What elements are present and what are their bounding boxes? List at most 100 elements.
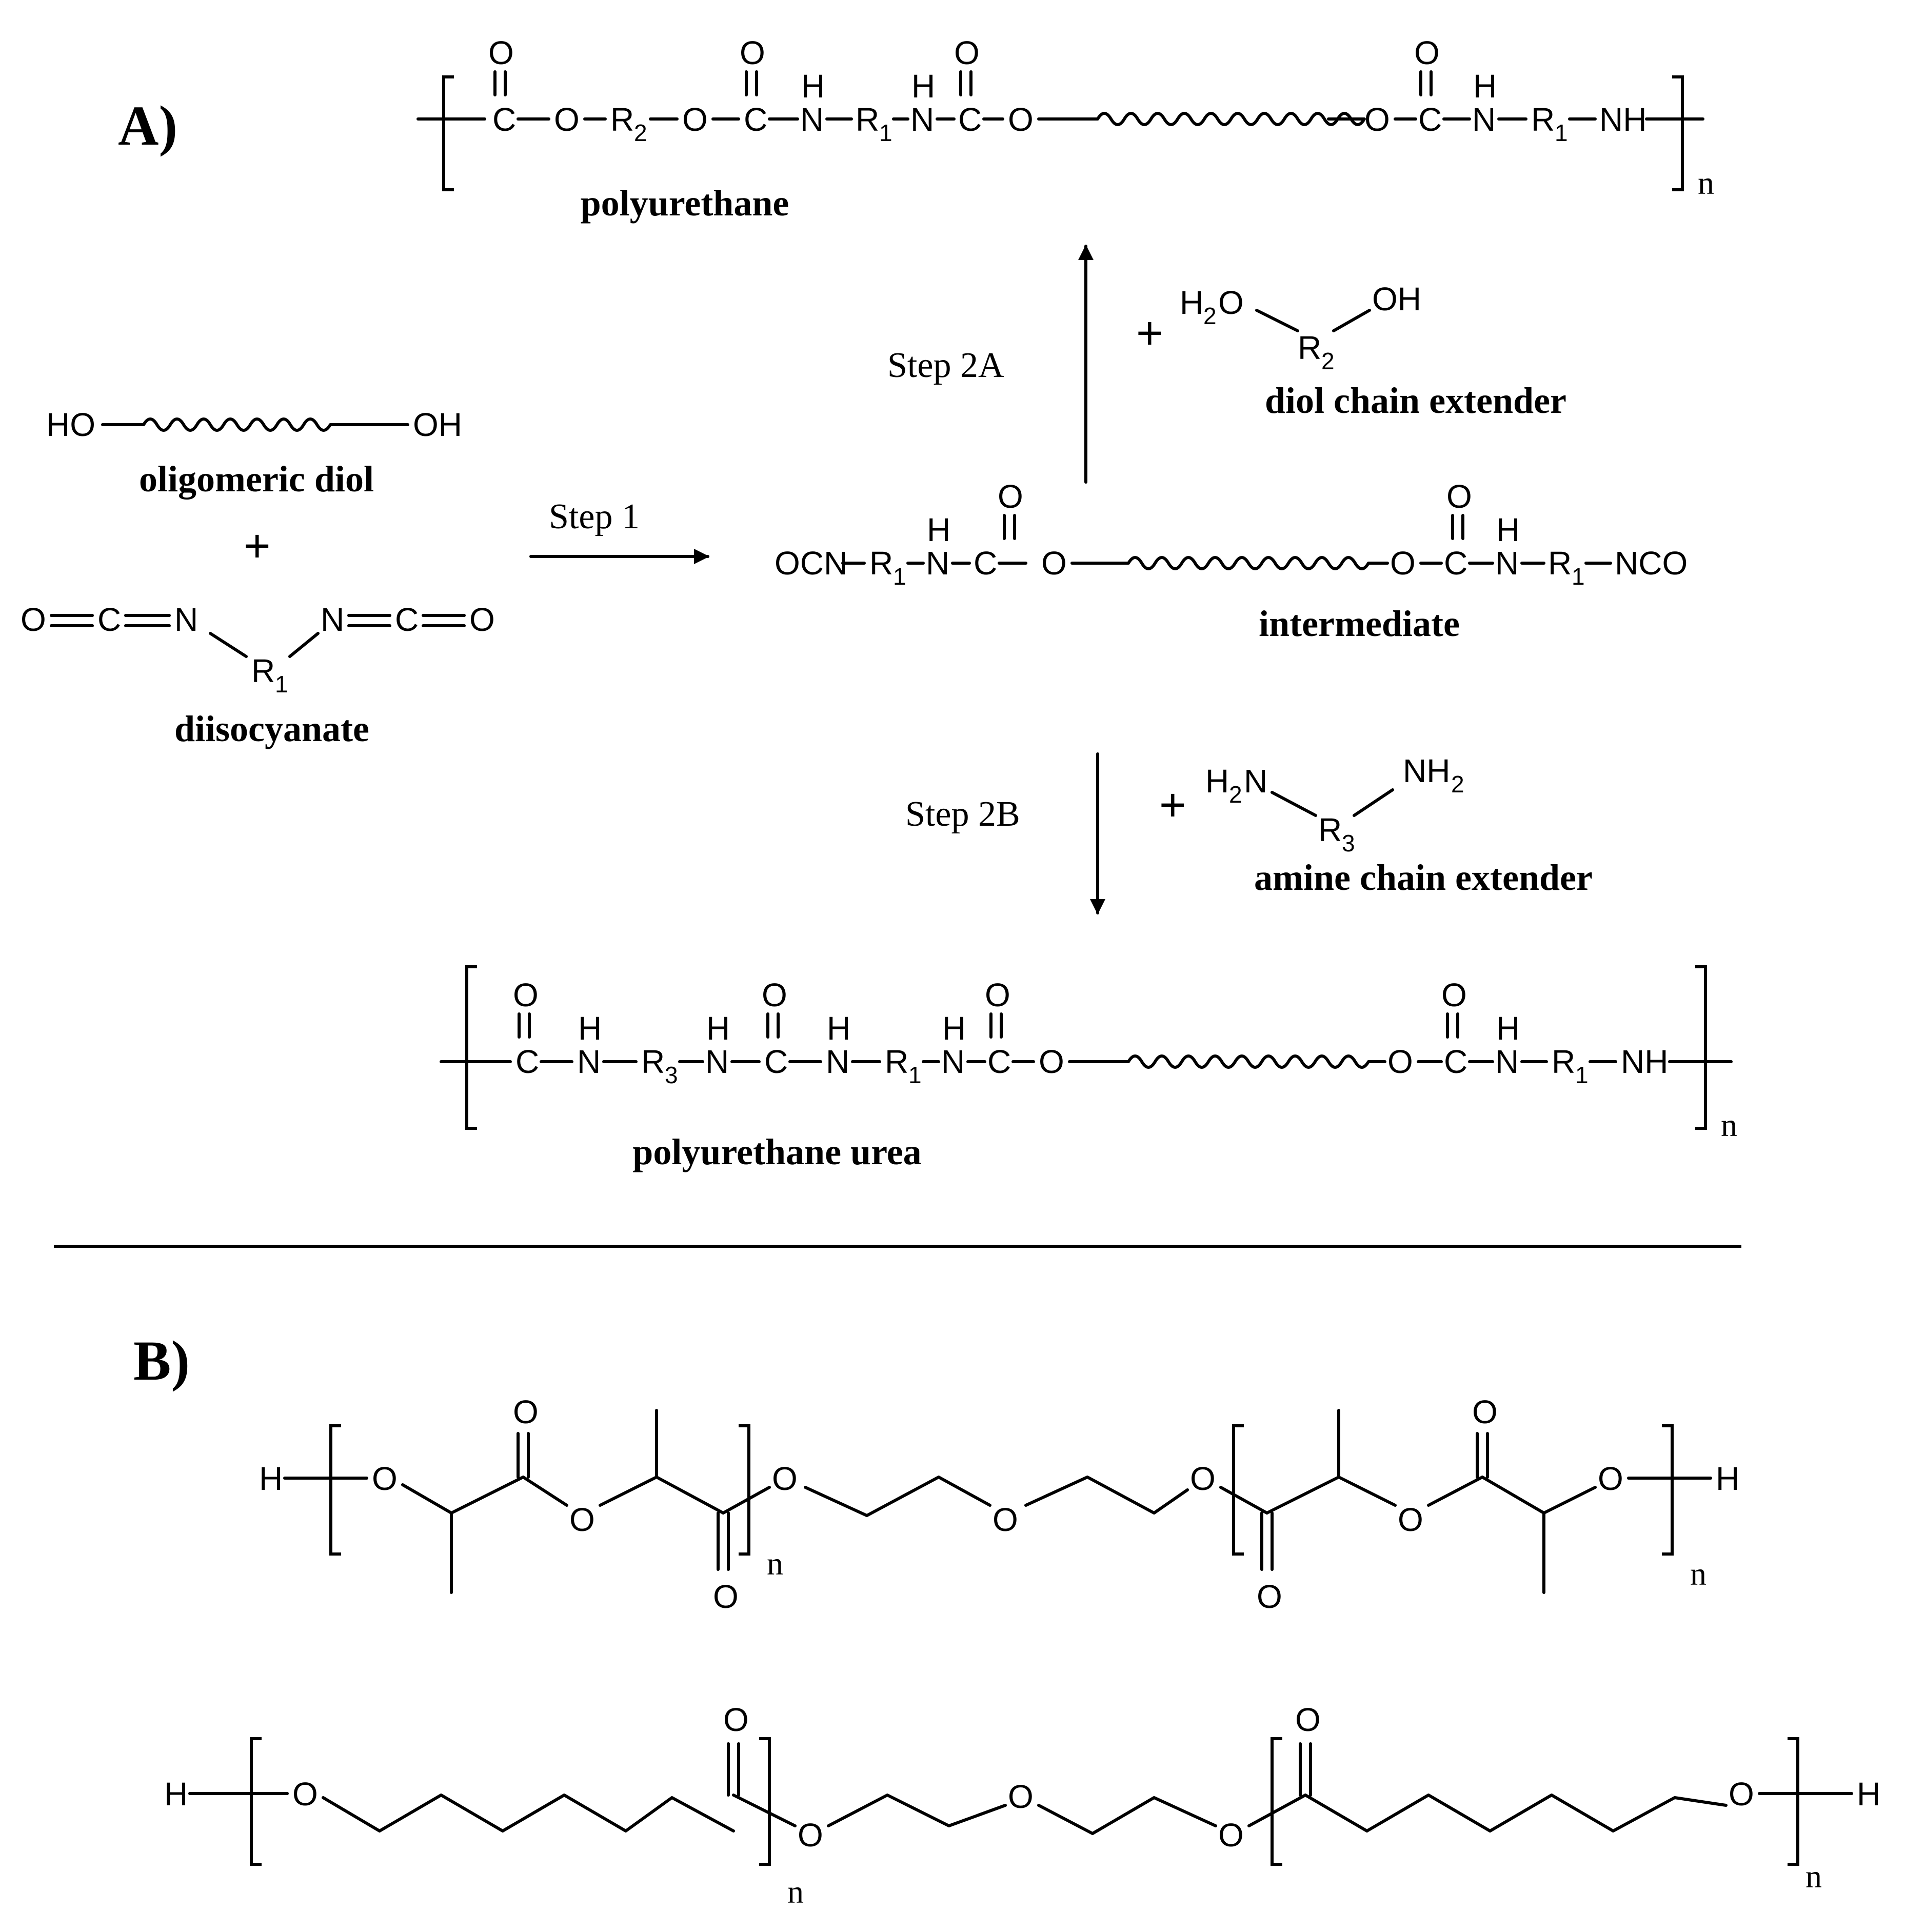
- svg-text:2: 2: [634, 119, 647, 146]
- svg-text:C: C: [744, 101, 767, 138]
- svg-text:H: H: [706, 1010, 730, 1047]
- diisocyanate-structure: O C N R 1 N C O: [21, 601, 495, 698]
- left-bracket: [442, 75, 454, 191]
- svg-text:H: H: [827, 1010, 850, 1047]
- svg-text:C: C: [1418, 101, 1442, 138]
- svg-text:O: O: [554, 101, 580, 138]
- svg-text:R: R: [1318, 811, 1342, 848]
- svg-text:R: R: [610, 101, 634, 138]
- svg-text:OH: OH: [1372, 281, 1421, 317]
- svg-text:O: O: [798, 1817, 823, 1854]
- repeat-n: n: [1805, 1858, 1822, 1895]
- svg-text:O: O: [1390, 545, 1416, 582]
- amine-chain-extender-structure: H 2 N R 3 NH 2: [1205, 752, 1464, 857]
- svg-text:O: O: [513, 1393, 539, 1430]
- svg-text:NH: NH: [1599, 101, 1646, 138]
- repeat-n: n: [1698, 165, 1714, 201]
- svg-text:N: N: [1472, 101, 1496, 138]
- svg-text:H: H: [942, 1010, 966, 1047]
- diisocyanate-label: diisocyanate: [174, 708, 369, 749]
- svg-text:NH: NH: [1403, 752, 1450, 789]
- svg-text:H: H: [1857, 1776, 1880, 1813]
- svg-text:HO: HO: [46, 406, 95, 443]
- polyurethane-label: polyurethane: [581, 183, 789, 224]
- svg-text:1: 1: [1555, 119, 1568, 146]
- svg-text:O: O: [1218, 1817, 1244, 1854]
- svg-text:O: O: [1729, 1776, 1754, 1813]
- step-2b-label: Step 2B: [905, 794, 1020, 834]
- svg-text:1: 1: [908, 1062, 922, 1088]
- right-bracket: [1662, 1424, 1674, 1556]
- intermediate-structure: OCN R 1 N H C O O O C O N H R 1 NCO: [775, 478, 1688, 590]
- svg-text:O: O: [954, 34, 980, 71]
- svg-text:O: O: [723, 1701, 749, 1738]
- right-bracket: [739, 1424, 750, 1556]
- svg-text:C: C: [974, 545, 997, 582]
- svg-text:O: O: [762, 977, 787, 1013]
- repeat-n: n: [1721, 1107, 1737, 1143]
- left-bracket: [329, 1424, 341, 1556]
- svg-text:OH: OH: [413, 406, 462, 443]
- step-1-label: Step 1: [549, 497, 640, 536]
- svg-text:C: C: [492, 101, 516, 138]
- svg-text:R: R: [251, 652, 275, 689]
- svg-text:O: O: [1218, 284, 1244, 321]
- polyurethane-urea-structure: n C O N H R 3 N H C O N H R 1 N H C O O: [440, 965, 1737, 1143]
- plus-reactants: +: [244, 521, 271, 572]
- svg-text:N: N: [577, 1043, 601, 1080]
- svg-text:O: O: [1414, 34, 1440, 71]
- pla-peg-pla-structure: H O O O O n O O O O O O: [259, 1393, 1739, 1615]
- svg-text:2: 2: [1321, 348, 1335, 374]
- svg-text:O: O: [513, 977, 539, 1013]
- step-2a-label: Step 2A: [887, 346, 1004, 385]
- svg-text:O: O: [993, 1501, 1018, 1538]
- svg-text:N: N: [800, 101, 824, 138]
- svg-text:O: O: [1295, 1701, 1321, 1738]
- svg-text:R: R: [869, 545, 893, 582]
- left-bracket: [1232, 1424, 1244, 1556]
- svg-text:C: C: [395, 601, 419, 638]
- svg-text:1: 1: [893, 563, 906, 590]
- repeat-n: n: [1690, 1556, 1706, 1592]
- svg-text:H: H: [801, 68, 825, 105]
- svg-text:O: O: [1257, 1578, 1282, 1615]
- svg-text:H: H: [911, 68, 935, 105]
- right-bracket: [1695, 965, 1707, 1130]
- svg-text:O: O: [488, 34, 514, 71]
- svg-text:O: O: [1008, 101, 1034, 138]
- intermediate-label: intermediate: [1259, 603, 1460, 644]
- repeat-n: n: [767, 1545, 783, 1582]
- svg-text:R: R: [885, 1043, 908, 1080]
- svg-text:R: R: [1531, 101, 1555, 138]
- diol-chain-extender-structure: H 2 O R 2 OH: [1180, 281, 1421, 374]
- svg-text:O: O: [1598, 1460, 1623, 1497]
- svg-text:1: 1: [1575, 1062, 1589, 1088]
- panel-a-label: A): [118, 94, 177, 157]
- svg-text:N: N: [1495, 545, 1519, 582]
- svg-text:R: R: [856, 101, 879, 138]
- panel-b-label: B): [133, 1329, 190, 1392]
- svg-text:R: R: [1548, 545, 1572, 582]
- repeat-n: n: [787, 1874, 804, 1910]
- svg-text:H: H: [259, 1460, 283, 1497]
- svg-text:NH: NH: [1621, 1043, 1668, 1080]
- svg-text:C: C: [1444, 545, 1467, 582]
- left-bracket: [1271, 1737, 1282, 1866]
- svg-text:O: O: [998, 478, 1023, 515]
- svg-text:C: C: [764, 1043, 788, 1080]
- svg-text:N: N: [321, 601, 344, 638]
- svg-text:1: 1: [275, 671, 288, 698]
- svg-text:2: 2: [1229, 781, 1242, 808]
- oligomeric-diol-label: oligomeric diol: [139, 459, 374, 500]
- polyurethane-urea-label: polyurethane urea: [632, 1131, 921, 1172]
- svg-text:O: O: [1472, 1393, 1498, 1430]
- svg-text:N: N: [910, 101, 934, 138]
- right-bracket: [1672, 75, 1684, 191]
- svg-text:1: 1: [1572, 563, 1585, 590]
- svg-text:O: O: [1398, 1501, 1423, 1538]
- svg-text:N: N: [926, 545, 949, 582]
- soft-segment-wave: [1096, 112, 1366, 126]
- svg-text:C: C: [97, 601, 121, 638]
- svg-text:O: O: [469, 601, 495, 638]
